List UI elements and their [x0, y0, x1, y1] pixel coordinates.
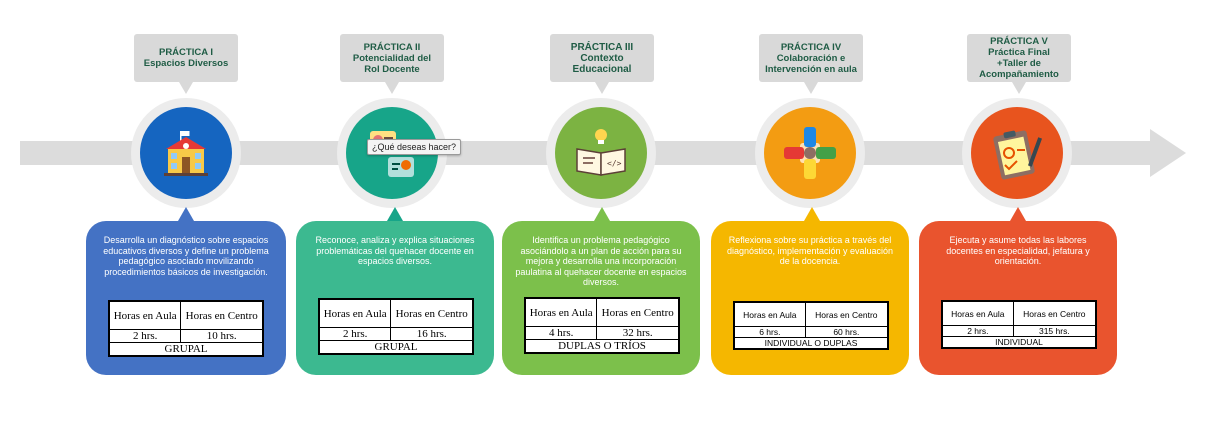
stage-1-title: PRÁCTICA I Espacios Diversos [134, 34, 238, 94]
svg-text:</>: </> [607, 159, 622, 168]
hours-centro-value: 60 hrs. [804, 326, 889, 338]
hours-aula-header: Horas en Aula [524, 298, 598, 327]
stage-1-title-line: PRÁCTICA I [158, 47, 213, 58]
hours-centro-value: 10 hrs. [180, 329, 263, 343]
hours-aula-value: 6 hrs. [734, 326, 806, 338]
hours-centro-header: Horas en Centro [390, 299, 473, 328]
hours-aula-value: 2 hrs. [108, 329, 182, 343]
stage-5-pointer [1010, 207, 1026, 221]
modality: INDIVIDUAL [942, 336, 1096, 348]
hours-centro-header: Horas en Centro [804, 302, 889, 327]
hours-centro-header: Horas en Centro [596, 298, 679, 327]
stage-4-pointer [804, 207, 820, 221]
stage-3-title-line: Contexto [580, 52, 624, 64]
hours-aula-value: 2 hrs. [318, 327, 392, 341]
hours-aula-header: Horas en Aula [942, 301, 1014, 326]
hours-centro-value: 32 hrs. [596, 326, 679, 340]
stage-3-description: Identifica un problema pedagógico asociá… [515, 235, 687, 287]
hours-aula-header: Horas en Aula [318, 299, 392, 328]
modality: DUPLAS O TRÍOS [525, 339, 679, 353]
stage-4-description: Reflexiona sobre su práctica a través de… [726, 235, 894, 266]
book-lightbulb-icon: </> [555, 107, 647, 199]
stage-2-pointer [387, 207, 403, 221]
hours-centro-value: 16 hrs. [390, 327, 473, 341]
stage-3-title: PRÁCTICA III Contexto Educacional [550, 34, 654, 94]
stage-1-card: Desarrolla un diagnóstico sobre espacios… [86, 221, 286, 375]
stage-3-pointer [594, 207, 610, 221]
stage-5-description: Ejecuta y asume todas las labores docent… [946, 235, 1090, 266]
hours-aula-header: Horas en Aula [108, 301, 182, 330]
stage-4-icon-circle [755, 98, 865, 208]
stage-1-icon-circle [131, 98, 241, 208]
stage-1-description: Desarrolla un diagnóstico sobre espacios… [103, 235, 269, 277]
stage-4-title-line: Intervención en aula [765, 63, 857, 75]
timeline-arrow-head [1150, 129, 1186, 177]
stage-4-title-line: PRÁCTICA IV [780, 41, 842, 53]
hours-centro-value: 315 hrs. [1012, 325, 1097, 337]
hours-centro-header: Horas en Centro [180, 301, 263, 330]
stage-2-title-line: Rol Docente [364, 63, 420, 75]
stage-2-title-line: PRÁCTICA II [363, 41, 421, 53]
school-building-icon [140, 107, 232, 199]
collaboration-hands-icon [764, 107, 856, 199]
stage-1-pointer [178, 207, 194, 221]
tooltip-what-do-you-want[interactable]: ¿Qué deseas hacer? [367, 139, 462, 155]
stage-4-title: PRÁCTICA IV Colaboración e Intervención … [759, 34, 863, 94]
stage-2-description: Reconoce, analiza y explica situaciones … [315, 235, 475, 266]
modality: GRUPAL [109, 342, 263, 356]
stage-1-title-line: Espacios Diversos [143, 58, 229, 69]
stage-3-card: Identifica un problema pedagógico asociá… [502, 221, 700, 375]
stage-2-title: PRÁCTICA II Potencialidad del Rol Docent… [340, 34, 444, 94]
stage-5-title-line: Acompañamiento [979, 69, 1059, 80]
hours-aula-header: Horas en Aula [734, 302, 806, 327]
stage-5-title-line: Práctica Final [988, 47, 1050, 58]
stage-5-title: PRÁCTICA V Práctica Final +Taller de Aco… [967, 34, 1071, 94]
clipboard-checklist-icon [971, 107, 1063, 199]
stage-5-icon-circle [962, 98, 1072, 208]
stage-2-card: Reconoce, analiza y explica situaciones … [296, 221, 494, 375]
stage-3-title-line: PRÁCTICA III [570, 41, 634, 53]
hours-aula-value: 2 hrs. [942, 325, 1014, 337]
stage-5-title-line: PRÁCTICA V [990, 36, 1048, 47]
modality: GRUPAL [319, 340, 473, 354]
stage-2-title-line: Potencialidad del [352, 52, 432, 64]
stage-5-card: Ejecuta y asume todas las labores docent… [919, 221, 1117, 375]
hours-centro-header: Horas en Centro [1012, 301, 1097, 326]
stage-4-card: Reflexiona sobre su práctica a través de… [711, 221, 909, 375]
stage-5-title-line: +Taller de [997, 58, 1041, 69]
stage-3-title-line: Educacional [572, 63, 632, 75]
hours-aula-value: 4 hrs. [524, 326, 598, 340]
stage-3-icon-circle: </> [546, 98, 656, 208]
stage-4-title-line: Colaboración e [776, 52, 846, 64]
modality: INDIVIDUAL O DUPLAS [734, 337, 888, 349]
